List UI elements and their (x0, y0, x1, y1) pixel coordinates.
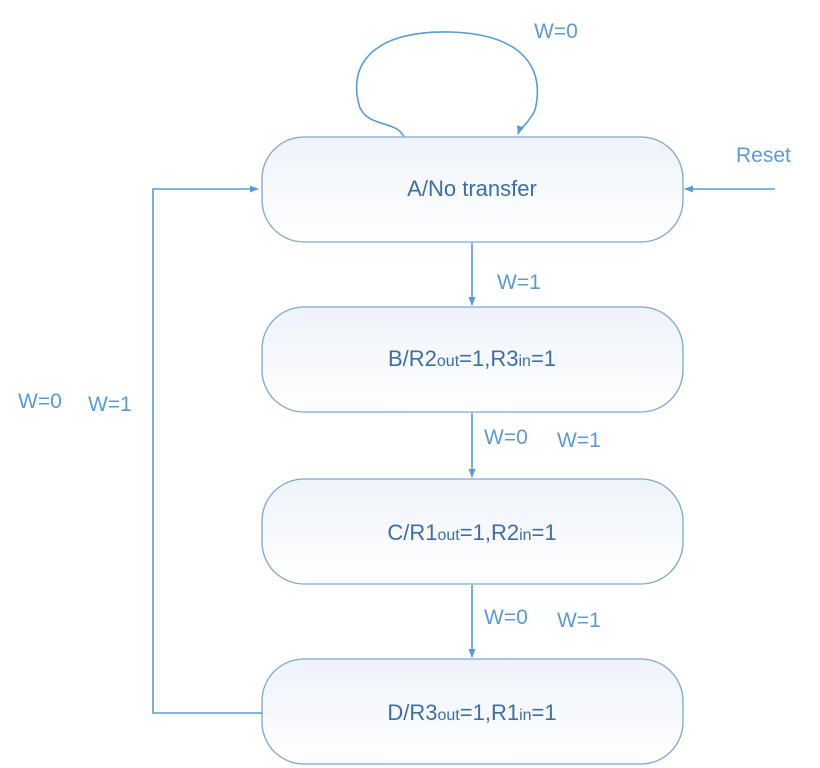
reset-label: Reset (736, 144, 791, 167)
state-d-label: D/R3out=1,R1in=1 (387, 700, 556, 725)
label-b-to-c-w0: W=0 (484, 426, 528, 449)
state-c-label: C/R1out=1,R2in=1 (387, 520, 556, 545)
label-d-to-a-w0: W=0 (18, 390, 62, 413)
label-b-to-c-w1: W=1 (557, 429, 601, 452)
self-loop-label: W=0 (534, 20, 578, 43)
state-d-box (261, 658, 684, 765)
state-b-box (261, 306, 684, 413)
self-loop-arrow-a (355, 31, 539, 138)
label-a-to-b: W=1 (497, 271, 541, 294)
state-a-box (261, 136, 684, 243)
state-b-label: B/R2out=1,R3in=1 (388, 346, 556, 371)
label-d-to-a-w1: W=1 (88, 393, 132, 416)
state-c-box (261, 478, 684, 585)
arrow-d-to-a (152, 185, 262, 714)
state-a-label: A/No transfer (407, 176, 537, 201)
label-c-to-d-w1: W=1 (557, 609, 601, 632)
label-c-to-d-w0: W=0 (484, 606, 528, 629)
